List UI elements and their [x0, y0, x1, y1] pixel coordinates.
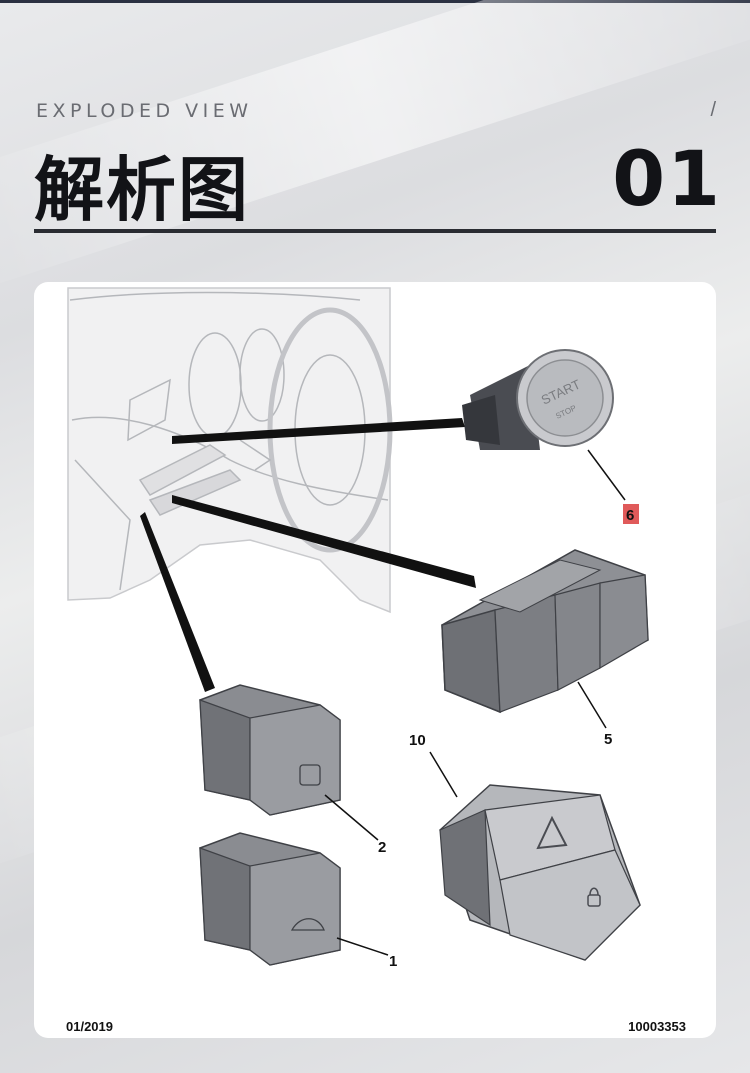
page-title: 解析图	[34, 149, 250, 231]
section-number: 01	[612, 134, 722, 223]
callout-6-highlight	[623, 504, 639, 524]
header-slash: /	[710, 99, 716, 121]
leader-lines	[140, 418, 476, 692]
footer-date: 01/2019	[66, 1019, 113, 1034]
start-stop-button-part: START STOP	[462, 349, 614, 450]
switch-bank-part	[441, 549, 649, 714]
callout-6: 6	[626, 507, 634, 524]
fuel-door-icon	[299, 764, 321, 786]
callout-2: 2	[378, 839, 386, 856]
footer-code: 10003353	[628, 1019, 686, 1034]
dashboard-illustration	[67, 287, 393, 614]
top-border	[0, 0, 750, 3]
switch-module-part-2	[199, 684, 341, 816]
trunk-icon	[290, 918, 325, 931]
hazard-triangle-icon	[536, 815, 568, 850]
eyebrow-label: EXPLODED VIEW	[36, 100, 253, 122]
lock-icon	[587, 894, 601, 907]
callout-5: 5	[604, 731, 612, 748]
switch-module-part-1	[199, 832, 341, 966]
callout-1: 1	[389, 953, 397, 970]
callout-10: 10	[409, 732, 426, 749]
hazard-lock-switch-part	[439, 784, 641, 961]
header-divider	[34, 229, 716, 233]
